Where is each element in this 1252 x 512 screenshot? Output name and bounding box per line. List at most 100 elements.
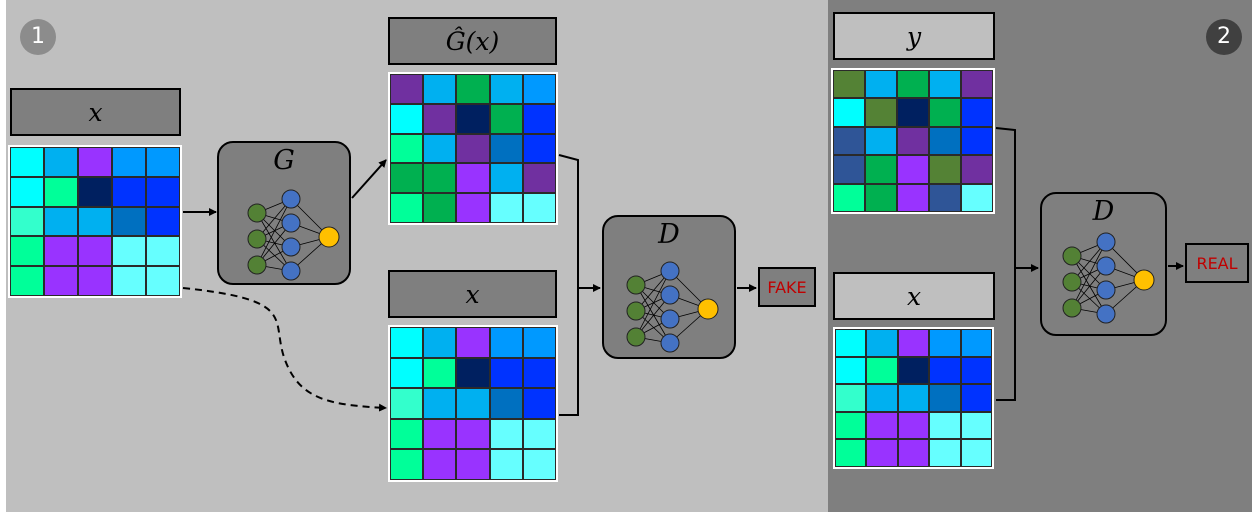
grid-cell (78, 236, 112, 267)
grid-cell (961, 155, 993, 184)
grid-cell (390, 133, 424, 164)
grid-cell (423, 449, 457, 480)
grid-cell (833, 98, 865, 127)
grid-cell (146, 176, 180, 207)
input-node (626, 301, 646, 321)
grid-cell (865, 183, 897, 212)
grid-cell (456, 74, 490, 104)
grid-cell (866, 356, 898, 385)
grid-cell (929, 183, 961, 212)
hidden-node (281, 237, 301, 257)
grid-cell (489, 388, 523, 419)
output-node (1133, 269, 1155, 291)
grid-cell (78, 266, 112, 296)
grid-cell (390, 357, 424, 389)
grid-cell (489, 449, 523, 480)
panel-number-1: 1 (20, 19, 56, 55)
grid-cell (489, 418, 523, 450)
grid-cell (78, 176, 112, 207)
grid-cell (456, 357, 490, 389)
grid-cell (456, 163, 490, 194)
grid-cell (390, 103, 424, 134)
grid-cell (10, 206, 44, 237)
hidden-node (281, 261, 301, 281)
grid-cell (835, 411, 867, 440)
grid-cell (456, 327, 490, 358)
grid-cell (866, 411, 898, 440)
panel-number-2: 2 (1206, 19, 1242, 55)
grid-cell (897, 439, 930, 467)
grid-cell (146, 236, 180, 267)
grid-cell (456, 193, 490, 223)
grid-cell (44, 266, 78, 296)
hidden-node (660, 285, 680, 305)
grid-cell (489, 357, 523, 389)
condition-x-grid-left (388, 325, 558, 482)
grid-cell (146, 147, 180, 177)
grid-cell (865, 155, 897, 184)
bracket-to-disc-right (995, 127, 1016, 401)
hidden-node (660, 333, 680, 353)
output-node (697, 298, 719, 320)
grid-cell (897, 98, 929, 127)
grid-cell (456, 449, 490, 480)
grid-cell (835, 439, 867, 467)
grid-cell (489, 163, 523, 194)
grid-cell (522, 449, 556, 480)
condition-x-label-left: x (388, 270, 557, 318)
grid-cell (423, 74, 457, 104)
generated-label: Ĝ(x) (388, 17, 557, 65)
hidden-node (281, 189, 301, 209)
condition-x-label-right: x (833, 272, 995, 320)
input-node (247, 255, 267, 275)
grid-cell (390, 327, 424, 358)
grid-cell (10, 236, 44, 267)
generator-title: G (273, 145, 295, 176)
discriminator-neural-net-icon-right (1062, 232, 1155, 324)
grid-cell (522, 103, 556, 134)
grid-cell (522, 418, 556, 450)
grid-cell (423, 357, 457, 389)
hidden-node (281, 213, 301, 233)
grid-cell (522, 193, 556, 223)
generator-neural-net-icon (247, 189, 340, 281)
grid-cell (897, 70, 929, 99)
input-node (247, 229, 267, 249)
grid-cell (44, 236, 78, 267)
grid-cell (522, 388, 556, 419)
grid-cell (44, 176, 78, 207)
grid-cell (489, 193, 523, 223)
grid-cell (835, 356, 867, 385)
hidden-node (660, 261, 680, 281)
grid-cell (960, 356, 992, 385)
grid-cell (489, 74, 523, 104)
grid-cell (390, 449, 424, 480)
grid-cell (897, 411, 930, 440)
grid-cell (833, 155, 865, 184)
target-y-grid (831, 68, 995, 214)
grid-cell (146, 266, 180, 296)
output-node (318, 226, 340, 248)
grid-cell (897, 183, 929, 212)
dashed-skip-connection (182, 287, 387, 412)
grid-cell (390, 163, 424, 194)
grid-cell (390, 193, 424, 223)
grid-cell (960, 384, 992, 412)
grid-cell (929, 329, 961, 357)
grid-cell (929, 98, 961, 127)
grid-cell (423, 103, 457, 134)
discriminator-title-left: D (658, 219, 680, 250)
input-node (247, 203, 267, 223)
grid-cell (10, 147, 44, 177)
grid-cell (929, 70, 961, 99)
grid-cell (489, 133, 523, 164)
grid-cell (423, 388, 457, 419)
grid-cell (78, 206, 112, 237)
grid-cell (456, 103, 490, 134)
grid-cell (960, 329, 992, 357)
bracket-to-disc-left (558, 154, 579, 416)
grid-cell (456, 133, 490, 164)
input-node (626, 275, 646, 295)
grid-cell (390, 74, 424, 104)
